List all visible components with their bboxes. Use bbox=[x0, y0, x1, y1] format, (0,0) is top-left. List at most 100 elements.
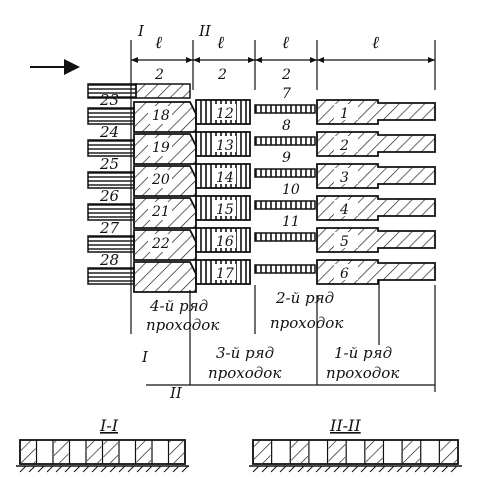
cell-label-z2: 21 bbox=[151, 204, 170, 220]
span-dimension-line bbox=[131, 57, 435, 63]
cell-label-z5: 6 bbox=[340, 266, 349, 282]
section-marker-II-top: II bbox=[198, 22, 212, 40]
ground-hatch bbox=[109, 465, 117, 473]
ground-hatch bbox=[360, 465, 368, 473]
section-marker-II-bottom: II bbox=[169, 384, 183, 402]
ground-hatch bbox=[306, 465, 314, 473]
ground-hatch bbox=[145, 465, 153, 473]
cell-label-bg bbox=[334, 232, 358, 248]
section-pillar bbox=[291, 441, 308, 463]
cell-label-bg bbox=[212, 168, 236, 184]
drift-pilot-bar bbox=[87, 107, 135, 125]
ground-hatch bbox=[288, 465, 296, 473]
ground-hatch bbox=[127, 465, 135, 473]
cell-label-z5: 2 bbox=[339, 138, 349, 154]
section-pillar bbox=[136, 441, 151, 463]
ground-hatch bbox=[46, 465, 54, 473]
section-view-II-II bbox=[249, 439, 462, 473]
cell-label-bg bbox=[334, 136, 358, 152]
ground-hatch bbox=[405, 465, 413, 473]
drift-row: 28 17 6 bbox=[87, 251, 436, 293]
cell-label-z2: 18 bbox=[152, 108, 170, 124]
drift-row: 27 22 16 11 5 bbox=[87, 214, 436, 261]
pass-4-line2: проходок bbox=[146, 316, 219, 334]
span-symbol-4: ℓ bbox=[372, 33, 379, 53]
cell-label-bg bbox=[334, 200, 358, 216]
ground-hatch bbox=[64, 465, 72, 473]
cell-label-z4: 8 bbox=[282, 118, 291, 134]
section-pillar bbox=[87, 441, 102, 463]
cell-label-z3: 12 bbox=[216, 106, 234, 122]
section-view-I-I-label: I-I bbox=[99, 416, 119, 435]
section-outline bbox=[252, 439, 459, 465]
ground-hatch bbox=[270, 465, 278, 473]
pass-1-line1: 1-й ряд bbox=[334, 344, 392, 362]
drift-row: 23 18 12 7 1 bbox=[87, 86, 436, 133]
pass-labels: 4-й ряд проходок 2-й ряд проходок 3-й ря… bbox=[146, 289, 399, 382]
ground-hatch bbox=[55, 465, 63, 473]
header-strip-hatched bbox=[135, 83, 191, 99]
pilot-drift bbox=[254, 264, 316, 274]
cell-label-bg bbox=[212, 232, 236, 248]
cell-label-z3: 14 bbox=[216, 170, 234, 186]
ground-hatch bbox=[450, 465, 458, 473]
cell-label-bg bbox=[334, 168, 358, 184]
span-count-1: 2 bbox=[154, 67, 164, 83]
cell-label-z4: 9 bbox=[282, 150, 291, 166]
section-pillar bbox=[169, 441, 184, 463]
cell-label-z5: 1 bbox=[340, 106, 349, 122]
section-pillar bbox=[21, 441, 36, 463]
drift-row: 25 20 14 9 3 bbox=[87, 150, 436, 197]
section-pillar bbox=[328, 441, 346, 463]
section-marker-I-top: I bbox=[137, 22, 145, 40]
span-count-3: 2 bbox=[281, 67, 291, 83]
cell-label-bg bbox=[334, 104, 358, 120]
cell-label-bg bbox=[148, 234, 172, 252]
ground-hatch bbox=[423, 465, 431, 473]
cell-label-bg bbox=[212, 264, 236, 280]
pilot-drift bbox=[254, 232, 316, 242]
ground-hatch bbox=[163, 465, 171, 473]
section-pillar bbox=[103, 441, 118, 463]
pass-2-line1: 2-й ряд bbox=[275, 289, 334, 307]
pass-4-line1: 4-й ряд bbox=[149, 297, 208, 315]
pilot-drift bbox=[254, 136, 316, 146]
ground-hatch bbox=[369, 465, 377, 473]
span-symbol-1: ℓ bbox=[155, 33, 162, 53]
section-pillar bbox=[54, 441, 69, 463]
drift-pilot-bar bbox=[87, 139, 135, 157]
ground-hatch bbox=[414, 465, 422, 473]
pass-1-line2: проходок bbox=[326, 364, 399, 382]
ground-hatch bbox=[28, 465, 36, 473]
ground-hatch bbox=[37, 465, 45, 473]
cell-label-bg bbox=[212, 136, 236, 152]
ground-hatch bbox=[172, 465, 180, 473]
ground-hatch bbox=[315, 465, 323, 473]
cell-label-z3: 16 bbox=[216, 234, 234, 250]
cell-label-bg bbox=[148, 138, 172, 156]
ground-hatch bbox=[396, 465, 404, 473]
pilot-drift bbox=[254, 104, 316, 114]
ground-hatch bbox=[91, 465, 99, 473]
cell-label-z1: 28 bbox=[99, 251, 119, 269]
cell-label-z3: 15 bbox=[216, 202, 234, 218]
cell-label-z4: 10 bbox=[282, 182, 300, 198]
pilot-drift bbox=[254, 200, 316, 210]
cell-label-z1: 25 bbox=[99, 155, 119, 173]
ground-hatch bbox=[387, 465, 395, 473]
ground-hatch bbox=[154, 465, 162, 473]
ground-hatch bbox=[19, 465, 27, 473]
ground-hatch bbox=[297, 465, 305, 473]
cell-label-bg bbox=[148, 202, 172, 220]
drift-pilot-bar bbox=[87, 235, 135, 253]
cell-label-z1: 27 bbox=[99, 219, 120, 237]
cell-label-z3: 17 bbox=[216, 266, 234, 282]
cell-label-z5: 3 bbox=[340, 170, 349, 186]
section-pillar bbox=[440, 441, 457, 463]
cell-label-z3: 13 bbox=[216, 138, 234, 154]
pass-3-line2: проходок bbox=[208, 364, 281, 382]
section-view-I-I bbox=[16, 439, 189, 473]
ground-hatch bbox=[252, 465, 260, 473]
ground-hatch bbox=[378, 465, 386, 473]
ground-hatch bbox=[118, 465, 126, 473]
